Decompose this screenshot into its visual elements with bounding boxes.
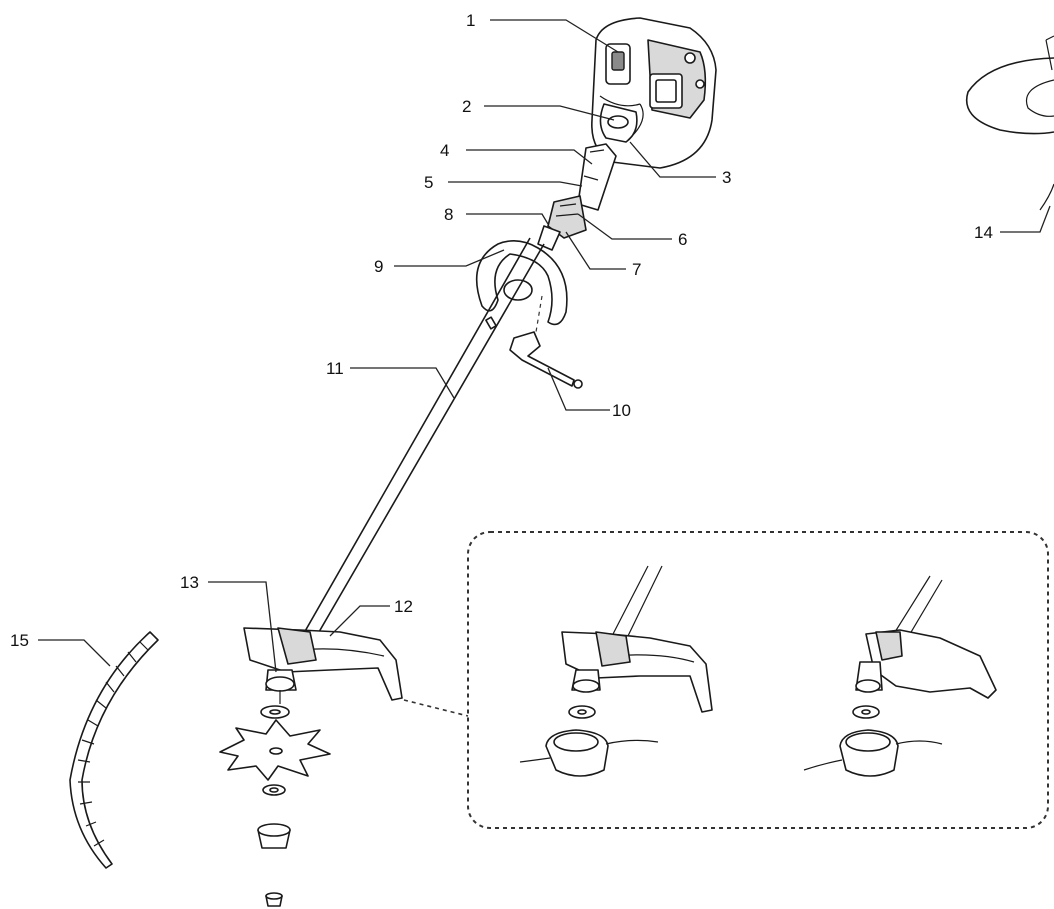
variant-inset-box [403,531,1049,829]
callout-4: 4 [440,141,449,160]
callout-8: 8 [444,205,453,224]
engine-unit [591,17,717,169]
callout-9: 9 [374,257,383,276]
leader-lines [38,19,1051,673]
harness-hook [509,295,583,389]
callout-7: 7 [632,260,641,279]
variant-a-head [519,565,713,777]
blade-guard-assembly [243,627,403,704]
callout-14: 14 [974,223,993,242]
callout-3: 3 [722,168,731,187]
throttle-handle [537,103,644,251]
partial-harness-part [965,35,1054,211]
callout-labels: 1 2 3 4 5 6 7 8 9 10 11 12 13 14 15 [10,11,993,650]
callout-2: 2 [462,97,471,116]
callout-15: 15 [10,631,29,650]
callout-12: 12 [394,597,413,616]
callout-5: 5 [424,173,433,192]
variant-b-head [803,575,997,777]
blade-kit [219,705,331,907]
blade-cover-strip [69,631,159,869]
drive-shaft [299,237,545,645]
callout-13: 13 [180,573,199,592]
callout-10: 10 [612,401,631,420]
callout-1: 1 [466,11,475,30]
callout-11: 11 [326,359,344,378]
callout-6: 6 [678,230,687,249]
